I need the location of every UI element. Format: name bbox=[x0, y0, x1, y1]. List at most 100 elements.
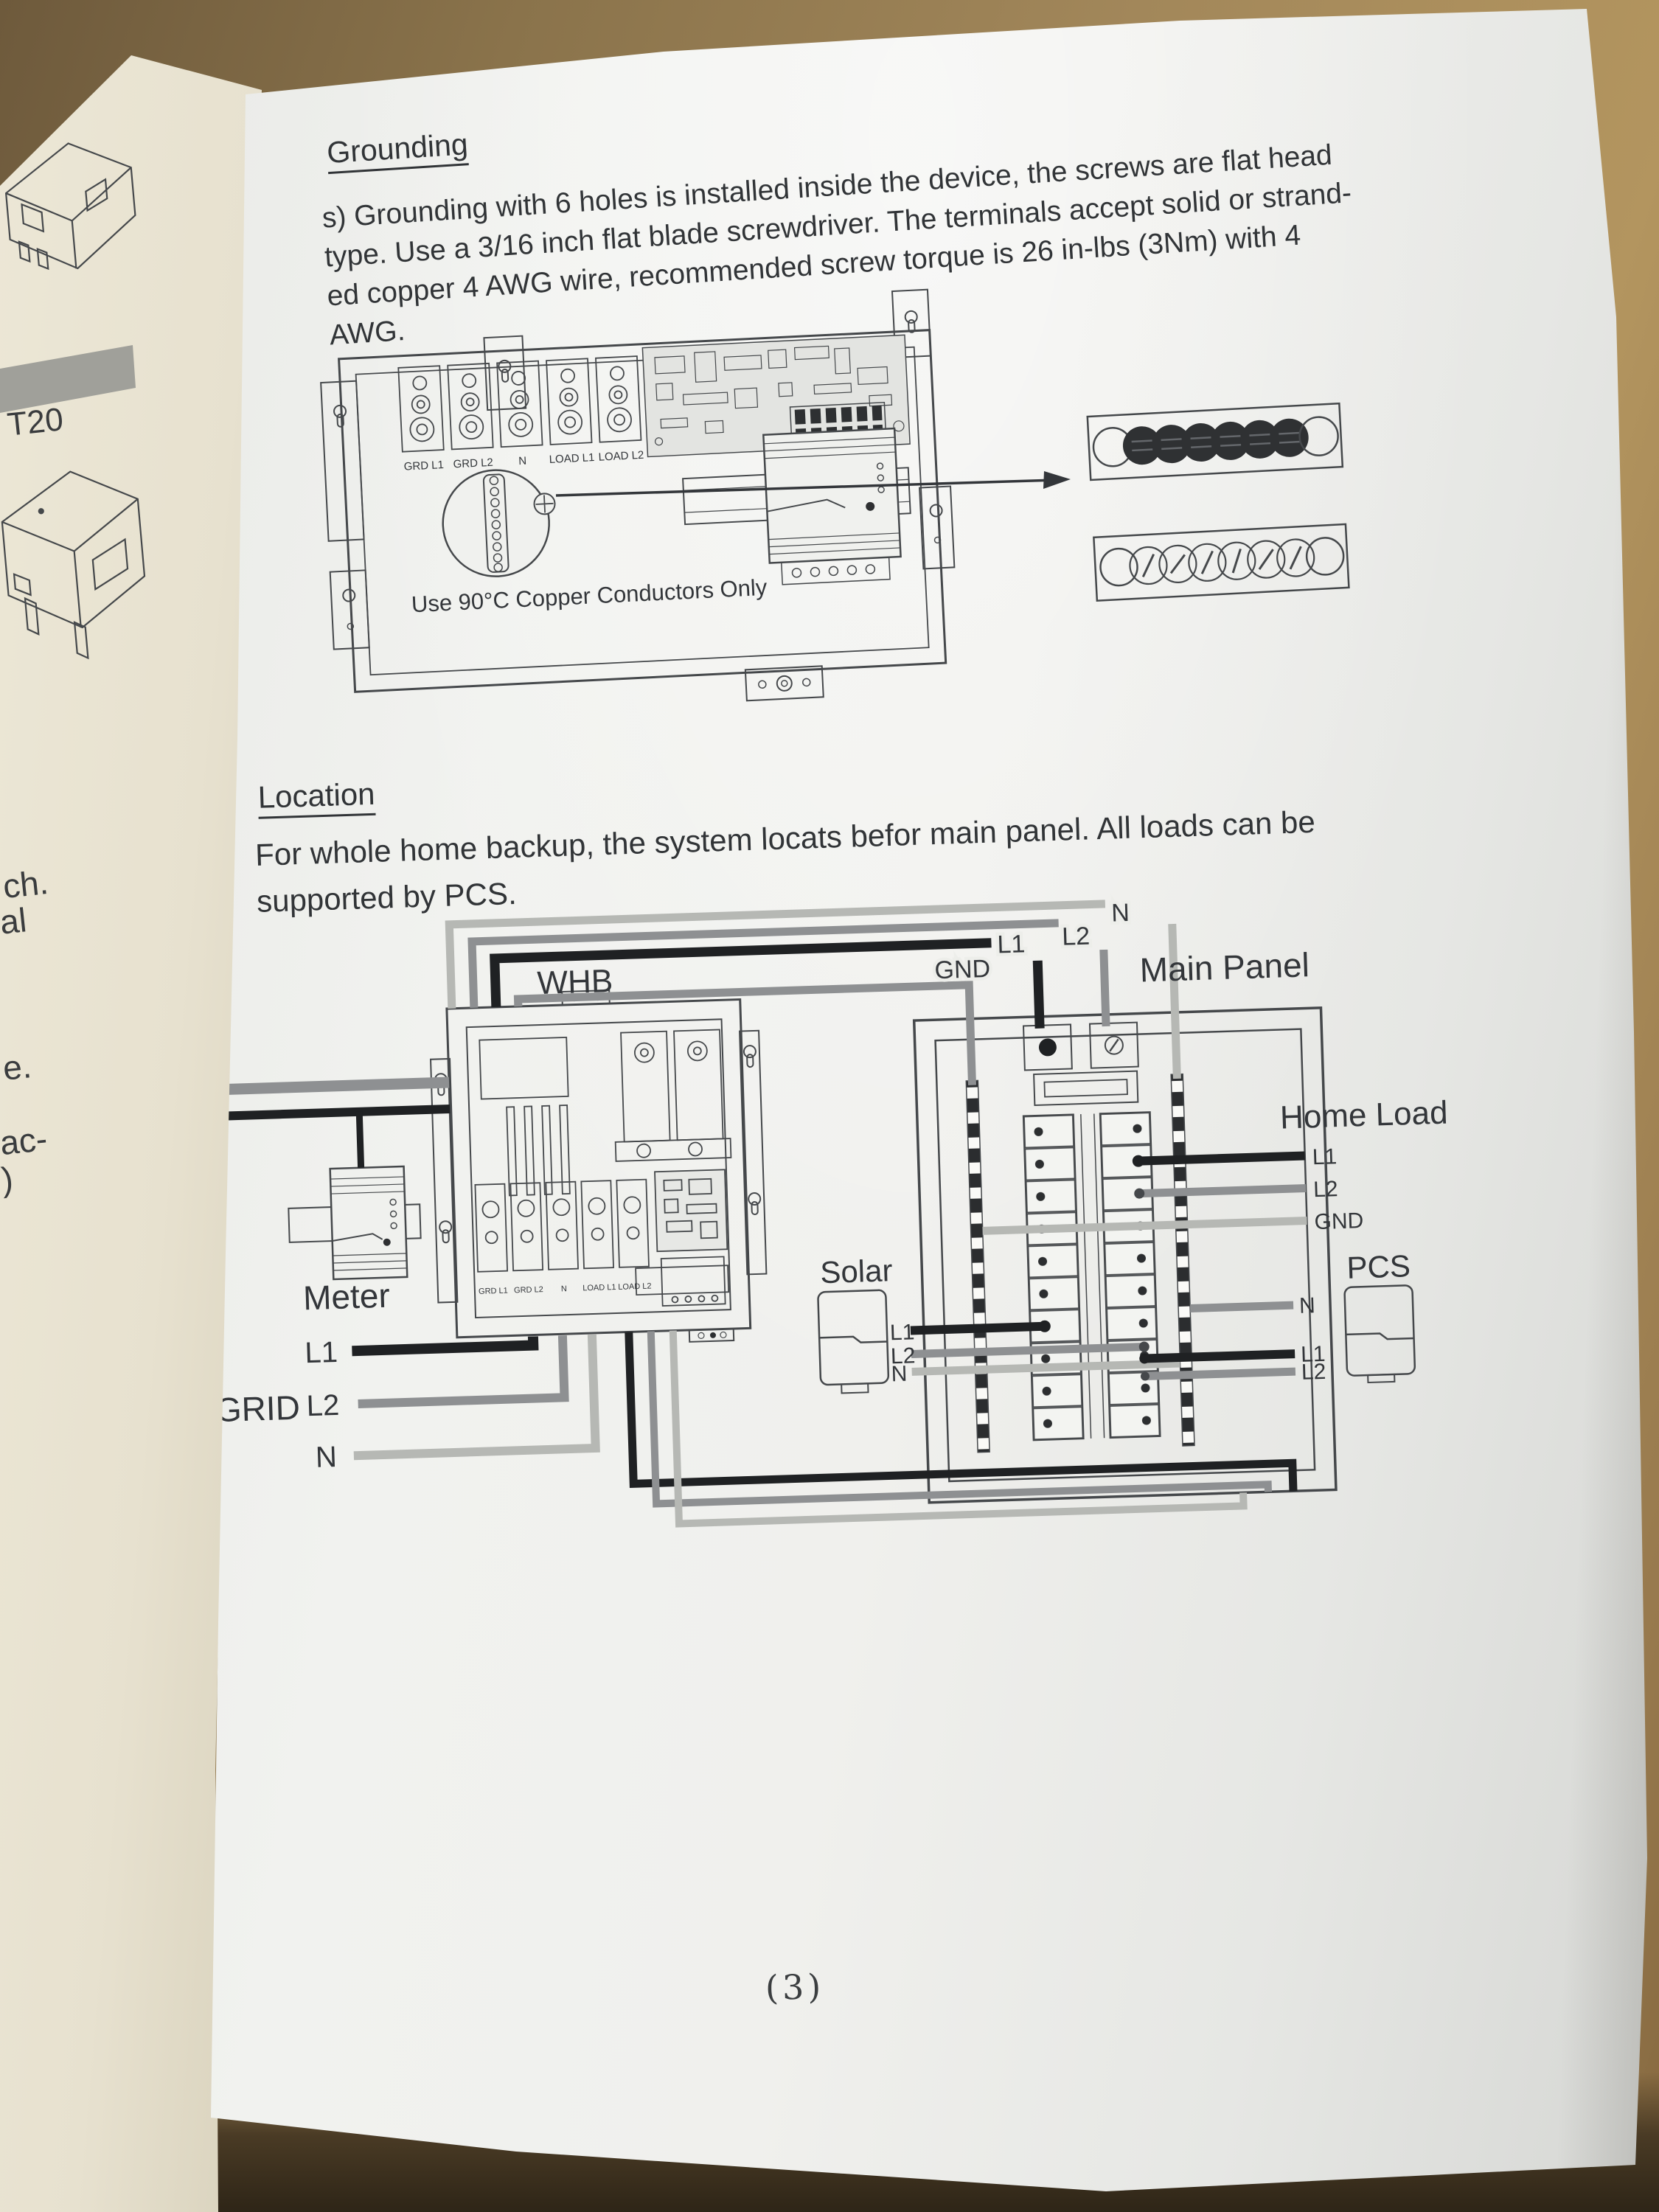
mounting-tab-top bbox=[483, 335, 527, 411]
whb-unit: GRD L1 GRD L2 N LOAD L1 LOAD L2 bbox=[430, 990, 768, 1343]
terminal-strip-slotted-screws bbox=[1093, 523, 1350, 602]
keyhole-slot-icon bbox=[904, 310, 919, 334]
terminal-strips bbox=[1086, 402, 1350, 602]
svg-text:LOAD L2: LOAD L2 bbox=[618, 1281, 652, 1291]
wire-pcs-l1 bbox=[1144, 1349, 1295, 1363]
wire-meter-tap bbox=[355, 1111, 365, 1168]
wire-grid-l1 bbox=[352, 1336, 539, 1357]
svg-text:GRD L1: GRD L1 bbox=[479, 1287, 508, 1296]
left-page-fragment-ch: ch. bbox=[1, 862, 50, 906]
svg-text:LOAD L1: LOAD L1 bbox=[582, 1283, 616, 1293]
home-load-gnd-label: GND bbox=[1314, 1208, 1364, 1234]
meter-label: Meter bbox=[302, 1276, 390, 1318]
keyhole-slot-icon bbox=[742, 1044, 757, 1068]
wire-solar-n bbox=[911, 1359, 1180, 1376]
power-terminal-blocks bbox=[397, 355, 642, 453]
whb-terminal-labels: GRD L1 GRD L2 N LOAD L1 LOAD L2 bbox=[479, 1281, 652, 1295]
keyhole-slot-icon bbox=[747, 1192, 762, 1216]
left-page-fragment-t20: T20 bbox=[5, 401, 66, 443]
home-load-l2-label: L2 bbox=[1313, 1177, 1338, 1202]
pcs-unit bbox=[1343, 1284, 1416, 1384]
left-page-fragment-al: al bbox=[0, 900, 29, 942]
main-panel bbox=[912, 1006, 1338, 1504]
wire-feed-black bbox=[218, 1104, 451, 1121]
feed-gnd-label: GND bbox=[934, 955, 991, 984]
copper-note: Use 90°C Copper Conductors Only bbox=[411, 574, 768, 618]
whb-bracket-left bbox=[430, 1057, 459, 1304]
ground-bar-magnifier bbox=[442, 469, 556, 577]
whb-bracket-right bbox=[739, 1029, 768, 1276]
svg-text:GRD L2: GRD L2 bbox=[514, 1285, 543, 1295]
wire-grid-l2 bbox=[358, 1335, 569, 1409]
wire-homeload-gnd bbox=[982, 1217, 1307, 1235]
wire-feed-gray bbox=[216, 1077, 450, 1096]
neutral-busbar bbox=[1170, 1073, 1195, 1447]
wire-panel-n-drop bbox=[1168, 923, 1181, 1079]
device-outer-case bbox=[338, 329, 947, 693]
feed-l2-label: L2 bbox=[1062, 922, 1091, 951]
left-page-fragment-ac: ac- bbox=[0, 1119, 49, 1163]
svg-text:N: N bbox=[561, 1284, 567, 1293]
meter-module bbox=[288, 1165, 422, 1281]
pcs-n-label: N bbox=[1299, 1293, 1316, 1318]
solar-n-label: N bbox=[891, 1362, 908, 1387]
wire-solar-l1 bbox=[910, 1321, 1046, 1335]
pcs-l1-label: L1 bbox=[1301, 1342, 1326, 1367]
left-page-device-sketch-1 bbox=[4, 142, 136, 271]
wire-return-lightgray bbox=[669, 1330, 1248, 1528]
arrowhead-icon bbox=[1043, 471, 1071, 489]
breaker-center-channel bbox=[1080, 1113, 1105, 1439]
left-page-device-sketch-2 bbox=[1, 470, 146, 660]
wire-pcs-l2 bbox=[1144, 1367, 1296, 1381]
callout-arrow bbox=[555, 471, 1071, 497]
feed-n-label: N bbox=[1111, 899, 1130, 928]
terminal-label-n: N bbox=[518, 455, 527, 468]
solar-disconnect bbox=[817, 1289, 890, 1394]
wire-panel-l2-drop bbox=[1099, 949, 1110, 1027]
location-diagram: GRD L1 GRD L2 N LOAD L1 LOAD L2 bbox=[215, 895, 1448, 1528]
home-load-label: Home Load bbox=[1279, 1094, 1448, 1135]
solar-label: Solar bbox=[820, 1253, 893, 1290]
bottom-mount-tab bbox=[744, 665, 824, 702]
wire-homeload-l1 bbox=[1138, 1151, 1305, 1166]
whb-internals bbox=[474, 1029, 732, 1307]
grounding-diagram: GRD L1 GRD L2 N LOAD L1 LOAD L2 bbox=[320, 288, 1350, 702]
page-number: (3) bbox=[765, 1966, 825, 2008]
grid-n-label: N bbox=[315, 1441, 337, 1474]
terminal-label-load-l1: LOAD L1 bbox=[549, 451, 594, 466]
main-breaker bbox=[1022, 1021, 1139, 1107]
wire-return-gray bbox=[647, 1331, 1273, 1508]
wire-panel-n-feed bbox=[445, 900, 1106, 1009]
breaker-column-left bbox=[1022, 1113, 1085, 1441]
terminal-label-grd-l2: GRD L2 bbox=[453, 456, 493, 471]
terminal-strip-hex-screws bbox=[1086, 402, 1344, 481]
pcs-l2-label: L2 bbox=[1301, 1360, 1326, 1385]
wire-panel-gnd-feed bbox=[513, 981, 976, 1085]
wire-return-black bbox=[625, 1332, 1298, 1492]
wire-panel-l1-feed bbox=[490, 938, 992, 1008]
grid-l1-label: L1 bbox=[305, 1336, 338, 1369]
main-panel-label: Main Panel bbox=[1139, 945, 1310, 989]
mounting-tab-right bbox=[891, 288, 956, 570]
terminal-label-grd-l1: GRD L1 bbox=[403, 459, 444, 473]
pcs-label: PCS bbox=[1346, 1248, 1411, 1285]
solar-l2-label: L2 bbox=[890, 1343, 915, 1368]
whb-label: WHB bbox=[537, 963, 613, 1001]
left-page-fragment-e: e. bbox=[1, 1046, 33, 1088]
home-load-l1-label: L1 bbox=[1312, 1144, 1337, 1169]
grid-l2-label: L2 bbox=[306, 1389, 340, 1422]
wire-panel-l1-drop bbox=[1032, 960, 1045, 1029]
wire-solar-l2 bbox=[911, 1343, 1144, 1358]
terminal-label-load-l2: LOAD L2 bbox=[598, 449, 644, 464]
keyhole-slot-icon bbox=[438, 1220, 453, 1244]
left-page-gray-bar bbox=[0, 345, 136, 413]
grid-label: GRID bbox=[215, 1388, 301, 1430]
ground-busbar bbox=[965, 1079, 990, 1453]
wire-homeload-l2 bbox=[1139, 1184, 1307, 1198]
left-page-sketches bbox=[0, 142, 146, 660]
wiring bbox=[216, 900, 1307, 1528]
terminal-labels: GRD L1 GRD L2 N LOAD L1 LOAD L2 bbox=[403, 449, 644, 473]
solar-l1-label: L1 bbox=[889, 1320, 914, 1345]
